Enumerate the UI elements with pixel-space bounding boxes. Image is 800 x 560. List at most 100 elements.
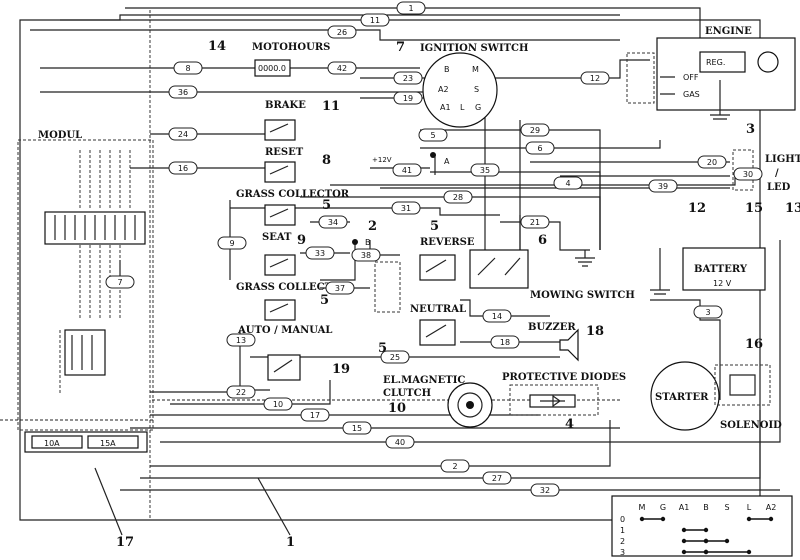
- led-label: LED: [767, 182, 791, 193]
- ign-m: M: [472, 65, 479, 74]
- switch-table-header-cell: A2: [766, 503, 777, 512]
- switch-table-row-label: 0: [620, 515, 625, 524]
- solenoid-box: [714, 364, 771, 406]
- engine-connector: [626, 52, 655, 104]
- wire-tag-number: 40: [395, 438, 405, 447]
- switch-table-dot: [660, 516, 666, 522]
- callout-7: 7: [396, 40, 405, 55]
- switch-grass-collector-1: GRASS COLLECTOR 5: [236, 189, 350, 226]
- wire-tag: 16: [168, 161, 198, 175]
- brake-label: BRAKE: [265, 100, 306, 111]
- wire-tag: 23: [393, 71, 423, 85]
- switch-table-dot: [703, 538, 709, 544]
- wire-tag: 22: [226, 385, 256, 399]
- wire-tag-number: 30: [743, 170, 753, 179]
- switch-auto-manual: AUTO / MANUAL 19: [237, 325, 350, 381]
- seat-switch: [264, 254, 296, 276]
- gas-label: GAS: [683, 90, 700, 99]
- buzzer: BUZZER 18: [528, 322, 604, 362]
- neutral-switch: [419, 319, 456, 346]
- wire-tag: 9: [217, 236, 247, 250]
- brake-contact: [269, 123, 289, 133]
- reverse-switch: [419, 254, 456, 281]
- switch-table-dot: [703, 549, 709, 555]
- fuse-15a-label: 15A: [100, 439, 116, 448]
- engine-box: [656, 37, 796, 111]
- grass-collector-2-contact: [269, 303, 289, 313]
- callout-9: 9: [297, 233, 306, 248]
- switch-table-dot: [724, 538, 730, 544]
- junction-b: B 2: [352, 219, 401, 313]
- wire-tag-number: 36: [178, 88, 188, 97]
- wire-tag-number: 2: [452, 462, 457, 471]
- wire-tag: 28: [443, 190, 473, 204]
- wire-40: [160, 240, 781, 443]
- switch-table-dot: [746, 516, 752, 522]
- wire-tag: 29: [520, 123, 550, 137]
- starter-solenoid: 16 STARTER SOLENOID: [650, 337, 782, 431]
- starter-motor: [650, 361, 720, 431]
- switch-table-dot: [768, 516, 774, 522]
- reverse-contact: [425, 259, 447, 273]
- callout-5-a: 5: [322, 198, 331, 213]
- engine-label: ENGINE: [705, 26, 752, 37]
- battery-ground-icon: [650, 248, 670, 295]
- el-magnetic-clutch: EL.MAGNETIC CLUTCH 10: [383, 375, 493, 428]
- battery-box: [682, 247, 766, 291]
- wire-tag: 10: [263, 397, 293, 411]
- buzzer-icon: [559, 328, 579, 362]
- wire-28: [300, 196, 601, 250]
- clutch-inner: [457, 392, 483, 418]
- wire-tag-number: 14: [492, 312, 502, 321]
- lights-label: LIGHTS: [765, 154, 800, 165]
- switch-table-header-cell: M: [639, 503, 646, 512]
- switch-table-dot: [681, 538, 687, 544]
- wire-tag: 34: [318, 215, 348, 229]
- reset-switch: [264, 161, 296, 183]
- wire-tag: 35: [470, 163, 500, 177]
- switch-table-row-label: 2: [620, 537, 625, 546]
- wire-tag: 30: [733, 167, 763, 181]
- grass-collector-1-switch: [264, 204, 296, 226]
- wire-tag-number: 35: [480, 166, 490, 175]
- wire-2: [150, 420, 611, 467]
- wire-tag-number: 10: [273, 400, 283, 409]
- leader-1: [257, 477, 291, 536]
- diode-symbol: [540, 394, 565, 408]
- modul-dashed-long: [149, 10, 620, 520]
- wire-tag-number: 9: [229, 239, 234, 248]
- wire-tag-number: 23: [403, 74, 413, 83]
- switch-grass-collector-2: GRASS COLLECTOR 5: [236, 282, 350, 321]
- wire-27: [140, 410, 761, 479]
- modul-box: [17, 139, 154, 431]
- modul-label: MODUL: [38, 130, 82, 141]
- callout-5-c: 5: [430, 219, 439, 234]
- wire-tag: 40: [385, 435, 415, 449]
- callout-14: 14: [208, 39, 226, 54]
- wire-tag: 19: [393, 91, 423, 105]
- center-ground: [575, 250, 595, 267]
- brake-switch: [264, 119, 296, 141]
- callout-15: 15: [745, 201, 763, 216]
- regulator-box: [699, 51, 746, 73]
- ignition-switch-label: IGNITION SWITCH: [420, 43, 528, 54]
- wire-tag-number: 37: [335, 284, 345, 293]
- wire-tag-number: 18: [500, 338, 510, 347]
- clutch-hub: [466, 401, 474, 409]
- ign-s: S: [474, 85, 479, 94]
- mowing-switch-contacts: [477, 257, 521, 276]
- modul-bus-top: [79, 150, 131, 210]
- wire-tag-number: 38: [361, 251, 371, 260]
- battery-label: BATTERY: [694, 264, 748, 275]
- engine: ENGINE REG. OFF GAS: [626, 26, 796, 120]
- wire-tag-number: 6: [537, 144, 542, 153]
- wire-tag-number: 39: [658, 182, 668, 191]
- wire-tag-number: 28: [453, 193, 463, 202]
- solenoid-label: SOLENOID: [720, 420, 782, 431]
- callout-8: 8: [322, 153, 331, 168]
- neutral-label: NEUTRAL: [410, 304, 466, 315]
- mowing-switch-body: [469, 249, 529, 289]
- lights-slash: /: [775, 168, 779, 179]
- relay-block-2-contacts: [71, 335, 93, 370]
